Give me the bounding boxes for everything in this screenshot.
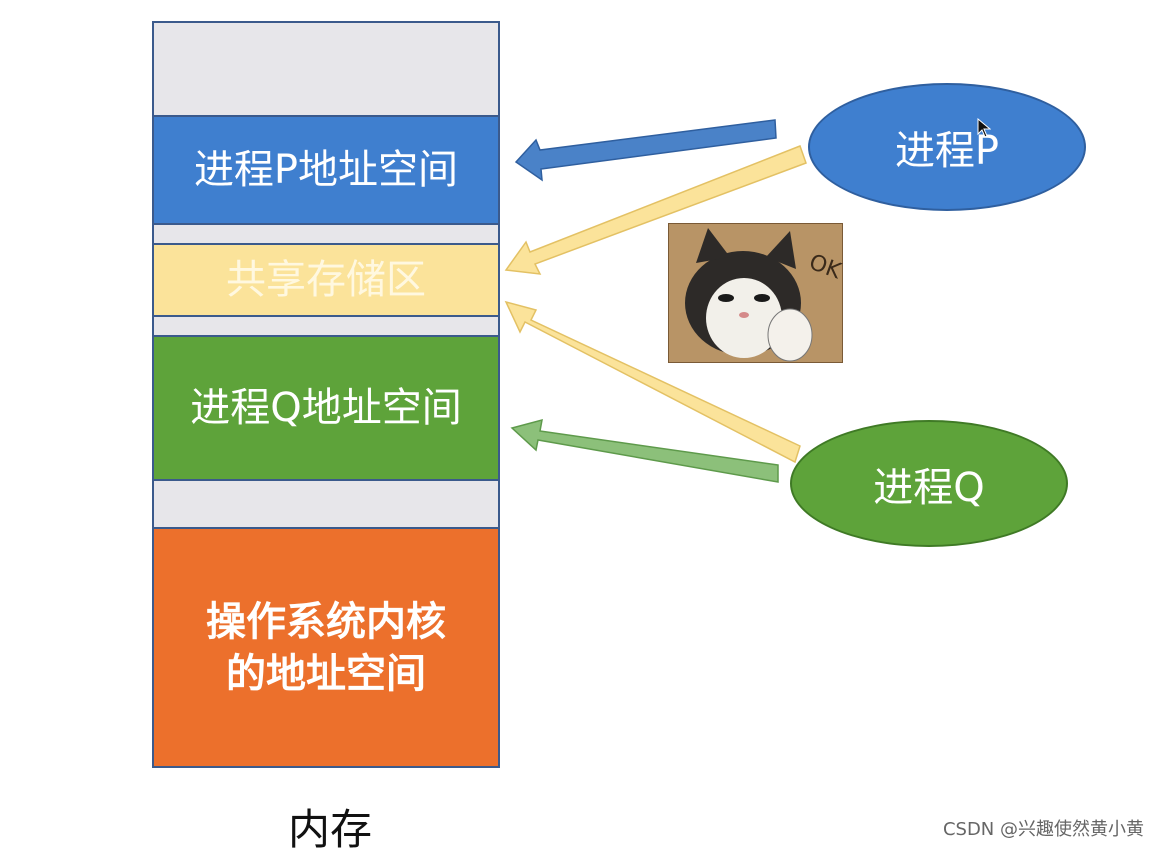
process-q-node: 进程Q	[790, 420, 1068, 547]
memory-segment-kernel-label: 操作系统内核 的地址空间	[206, 598, 446, 697]
memory-gap-3	[154, 481, 498, 527]
process-p-label: 进程P	[894, 128, 1000, 174]
memory-caption: 内存	[287, 805, 372, 854]
memory-gap-top	[154, 23, 498, 115]
memory-gap-2	[154, 317, 498, 335]
arrow-p-to-p-space	[514, 119, 777, 182]
mouse-cursor-icon	[977, 118, 991, 138]
memory-gap-1	[154, 225, 498, 243]
memory-segment-process-q-label: 进程Q地址空间	[190, 385, 462, 431]
memory-segment-kernel: 操作系统内核 的地址空间	[154, 527, 498, 766]
watermark-text: CSDN @兴趣使然黄小黄	[942, 819, 1144, 840]
arrow-q-to-q-space	[510, 418, 779, 483]
memory-segment-process-p-label: 进程P地址空间	[193, 147, 459, 193]
cat-ok-image: OK	[668, 223, 843, 363]
memory-segment-shared: 共享存储区	[154, 243, 498, 317]
memory-segment-shared-label: 共享存储区	[226, 257, 426, 303]
process-q-label: 进程Q	[873, 464, 985, 511]
memory-segment-process-p: 进程P地址空间	[154, 115, 498, 225]
memory-column: 进程P地址空间 共享存储区 进程Q地址空间 操作系统内核 的地址空间	[152, 21, 500, 768]
process-p-node: 进程P	[808, 83, 1086, 211]
memory-segment-process-q: 进程Q地址空间	[154, 335, 498, 481]
